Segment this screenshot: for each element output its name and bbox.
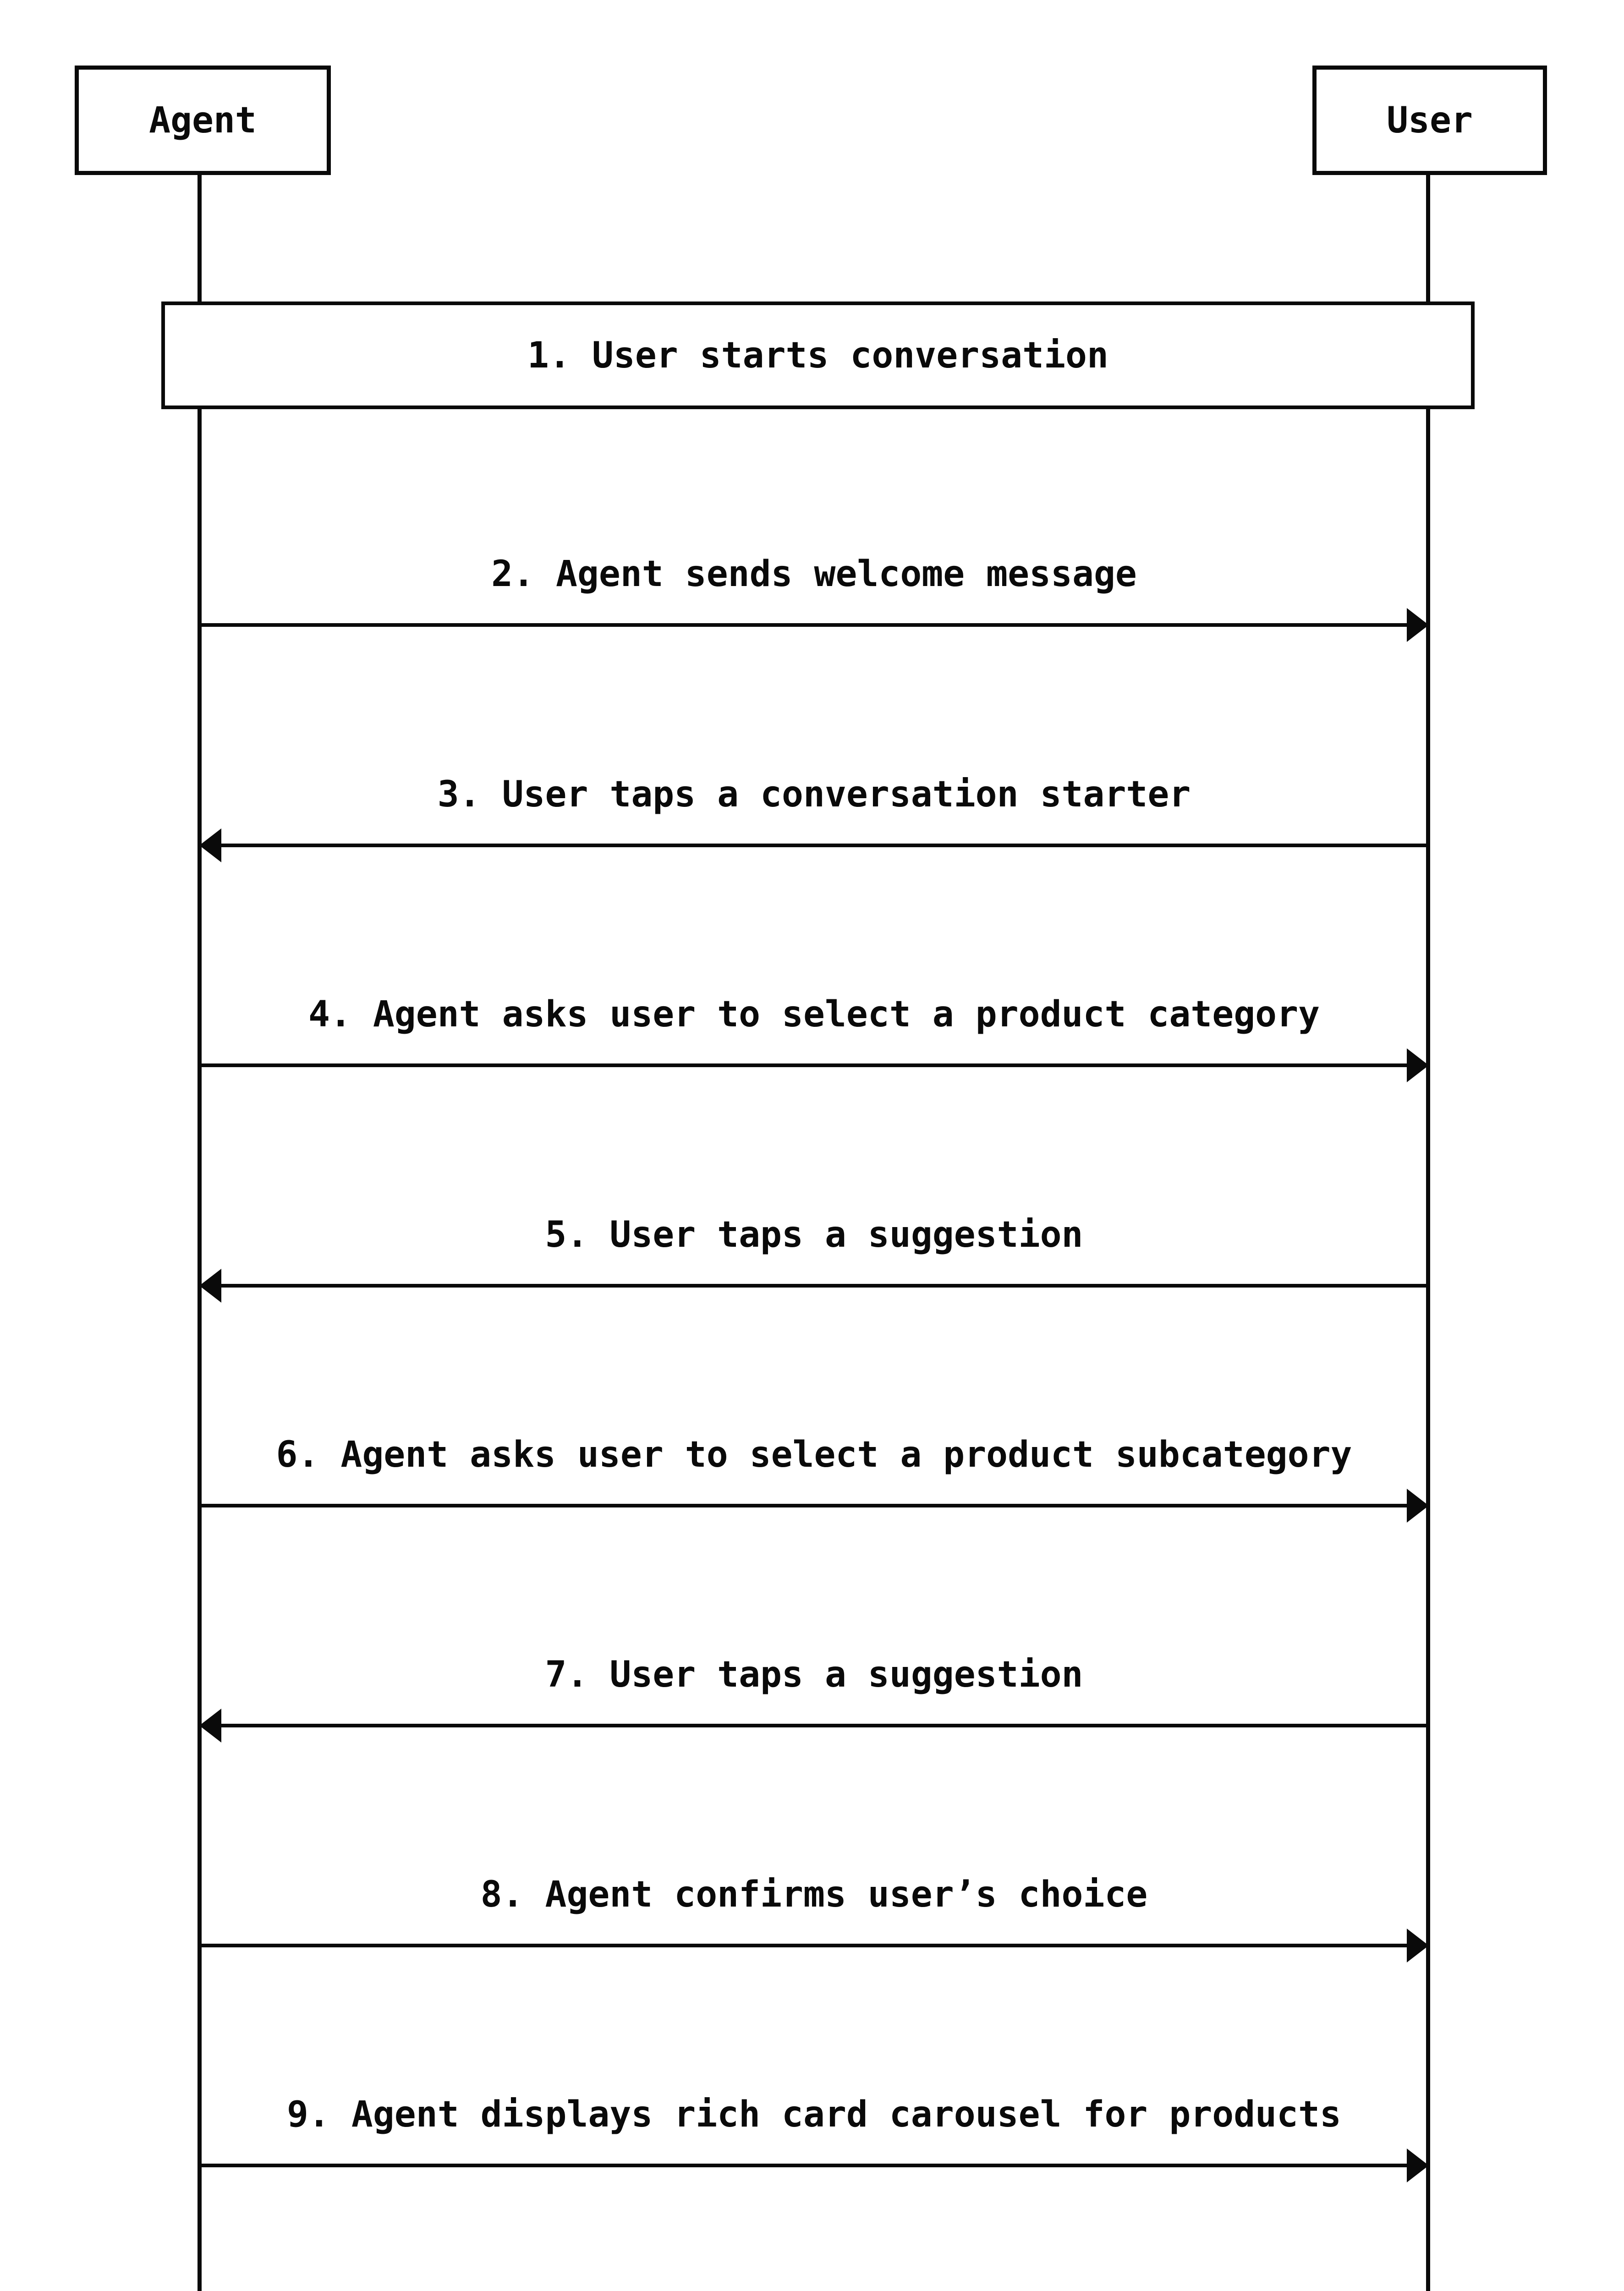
message-row-4: 4. Agent asks user to select a product c… bbox=[200, 994, 1429, 1082]
message-label: 4. Agent asks user to select a product c… bbox=[308, 993, 1320, 1035]
arrowhead-right-icon bbox=[1407, 1489, 1429, 1523]
message-label: 2. Agent sends welcome message bbox=[491, 553, 1137, 595]
message-label: 9. Agent displays rich card carousel for… bbox=[286, 2094, 1342, 2135]
note-user-starts-conversation: 1. User starts conversation bbox=[161, 301, 1475, 409]
arrowhead-left-icon bbox=[199, 828, 221, 862]
arrowhead-left-icon bbox=[199, 1269, 221, 1303]
message-row-3: 3. User taps a conversation starter bbox=[199, 774, 1428, 862]
arrowhead-right-icon bbox=[1407, 2148, 1429, 2182]
arrowhead-right-icon bbox=[1407, 1048, 1429, 1082]
message-row-8: 8. Agent confirms user’s choice bbox=[200, 1874, 1429, 1962]
message-row-7: 7. User taps a suggestion bbox=[199, 1654, 1428, 1743]
message-label: 6. Agent asks user to select a product s… bbox=[276, 1434, 1352, 1475]
message-label: 5. User taps a suggestion bbox=[545, 1214, 1083, 1255]
message-label: 3. User taps a conversation starter bbox=[437, 773, 1191, 815]
lifeline-user bbox=[1426, 175, 1430, 2291]
message-row-6: 6. Agent asks user to select a product s… bbox=[200, 1434, 1429, 1523]
note-label: 1. User starts conversation bbox=[527, 334, 1108, 376]
message-label: 8. Agent confirms user’s choice bbox=[480, 1874, 1148, 1915]
actor-agent-top-label: Agent bbox=[149, 99, 257, 141]
message-row-9: 9. Agent displays rich card carousel for… bbox=[200, 2094, 1429, 2182]
message-row-2: 2. Agent sends welcome message bbox=[200, 553, 1429, 642]
lifeline-agent bbox=[198, 175, 202, 2291]
actor-user-top: User bbox=[1312, 66, 1547, 175]
message-row-5: 5. User taps a suggestion bbox=[199, 1214, 1428, 1303]
message-label: 7. User taps a suggestion bbox=[545, 1654, 1083, 1695]
arrowhead-right-icon bbox=[1407, 1929, 1429, 1962]
actor-user-top-label: User bbox=[1387, 99, 1473, 141]
arrowhead-left-icon bbox=[199, 1709, 221, 1743]
arrowhead-right-icon bbox=[1407, 608, 1429, 642]
actor-agent-top: Agent bbox=[75, 66, 331, 175]
